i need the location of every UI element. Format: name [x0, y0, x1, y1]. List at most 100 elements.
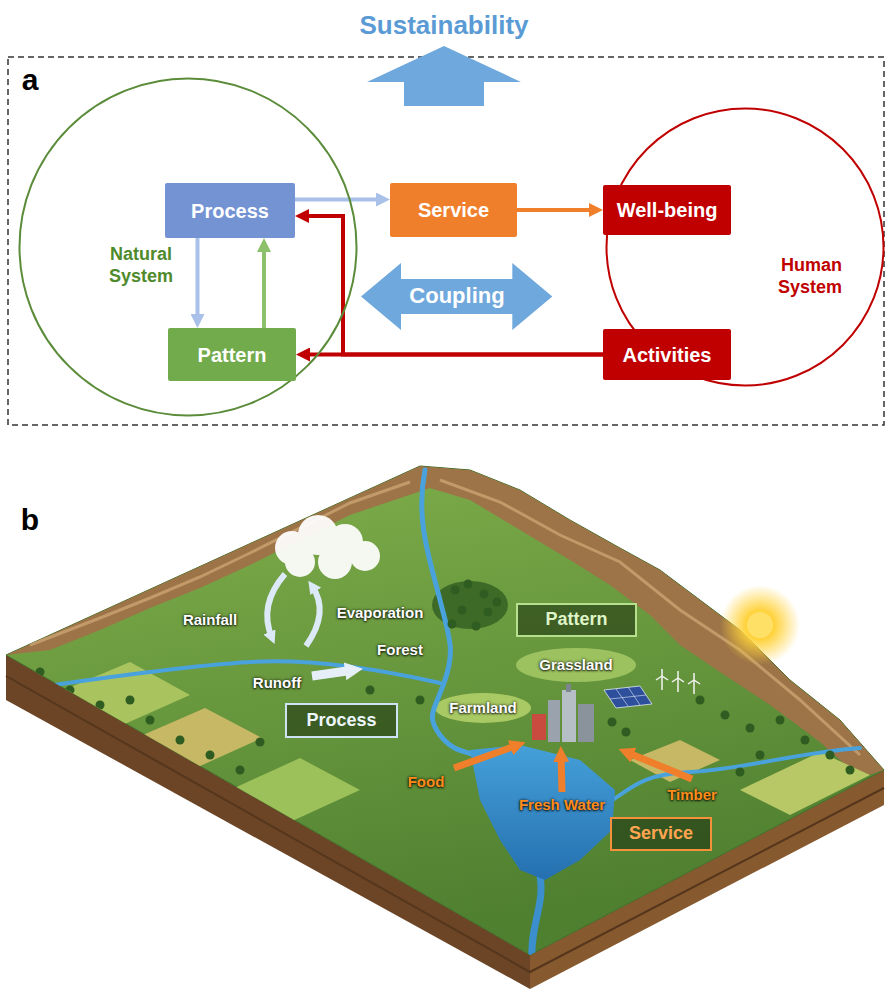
heading-label: Sustainability — [359, 10, 528, 41]
food-arrow — [454, 745, 518, 768]
box-text: Activities — [623, 343, 712, 367]
surface-details — [6, 466, 884, 960]
tree — [746, 724, 755, 733]
building — [578, 704, 594, 742]
building — [548, 700, 560, 742]
tree — [206, 751, 215, 760]
tree — [846, 766, 855, 775]
tree — [756, 751, 765, 760]
box-text: Coupling — [409, 283, 504, 309]
chimney — [566, 684, 571, 692]
system-circle: Human System Well-beingActivities — [605, 107, 885, 387]
turbine-tower — [661, 676, 663, 690]
mountain-ridge — [6, 466, 430, 655]
box-text: Pattern — [545, 609, 607, 631]
grassland-patch — [516, 648, 636, 682]
building — [562, 690, 576, 742]
cloud-puff — [318, 545, 352, 579]
sun — [747, 612, 773, 638]
tree — [236, 766, 245, 775]
wellbeing-box: Well-being — [603, 185, 731, 235]
label-holder: Evaporation — [337, 604, 424, 622]
activities-box: Activities — [603, 329, 731, 380]
tree — [176, 736, 185, 745]
city — [532, 684, 594, 742]
tree — [116, 741, 125, 750]
label-holder: Forest — [377, 641, 423, 659]
turbine-blade — [662, 676, 668, 680]
turbine-tower — [693, 680, 695, 694]
flow-connector — [517, 208, 596, 212]
turbine-blade — [688, 680, 694, 684]
tree — [736, 768, 745, 777]
system-name: Human System — [760, 255, 842, 298]
panel-grid — [610, 695, 646, 699]
box-text: Service — [629, 823, 693, 845]
panel — [604, 686, 652, 708]
tree — [458, 606, 467, 615]
label-holder: Sustainability — [359, 10, 528, 41]
panel-letter: a — [22, 62, 39, 98]
coupling-shape — [361, 263, 552, 330]
tree — [826, 751, 835, 760]
process-tag: Process — [285, 703, 398, 738]
box-text: Process — [306, 710, 376, 732]
panel-letter: b — [21, 502, 39, 538]
label-holder: Food — [408, 773, 445, 791]
water-arrow — [561, 754, 562, 792]
river — [612, 748, 860, 800]
farm-field — [120, 708, 262, 776]
river — [532, 876, 541, 960]
coupling-arrow: Coupling — [361, 263, 552, 330]
solar-panel — [604, 686, 652, 708]
tree — [66, 686, 75, 695]
flow-connector — [196, 238, 200, 321]
farm-field — [230, 758, 360, 822]
farm-field — [40, 662, 190, 735]
tree — [776, 716, 785, 725]
box-text: Pattern — [198, 343, 267, 367]
circle-text-holder: Natural System — [95, 244, 187, 287]
process-box: Process — [165, 183, 295, 238]
wind-turbines — [656, 669, 700, 694]
clouds — [275, 515, 380, 579]
service-box: Service — [390, 183, 517, 237]
river — [20, 661, 440, 690]
turbine-blade — [672, 678, 678, 682]
service-label: Food — [408, 773, 445, 791]
tree — [36, 668, 45, 677]
timber-arrow — [626, 752, 692, 779]
service-label: Fresh Water — [519, 796, 605, 814]
tree — [696, 696, 705, 705]
flow-connector — [295, 198, 383, 202]
tree — [622, 728, 631, 737]
circle-text-holder: Human System — [760, 255, 842, 298]
process-label: Runoff — [253, 674, 301, 692]
house — [532, 714, 546, 740]
tree — [448, 620, 457, 629]
tree — [416, 696, 425, 705]
tree — [256, 738, 265, 747]
service-label: Timber — [667, 786, 717, 804]
system-frame — [8, 57, 884, 425]
mountain-ridge — [420, 466, 884, 778]
tree — [484, 608, 493, 617]
tree — [96, 701, 105, 710]
label-holder: a — [22, 62, 39, 98]
tree — [801, 736, 810, 745]
land-label: Farmland — [449, 699, 517, 717]
turbine-blade — [678, 678, 684, 682]
tree — [721, 711, 730, 720]
system-name: Natural System — [95, 244, 187, 287]
label-holder: Runoff — [253, 674, 301, 692]
sun-glow — [720, 585, 800, 665]
runoff-arrow — [312, 670, 354, 676]
label-holder: Timber — [667, 786, 717, 804]
box-text: Process — [191, 199, 269, 223]
system-outline — [607, 109, 884, 386]
flow-connector — [262, 245, 266, 328]
tree — [493, 598, 502, 607]
pattern-box: Pattern — [168, 328, 296, 381]
